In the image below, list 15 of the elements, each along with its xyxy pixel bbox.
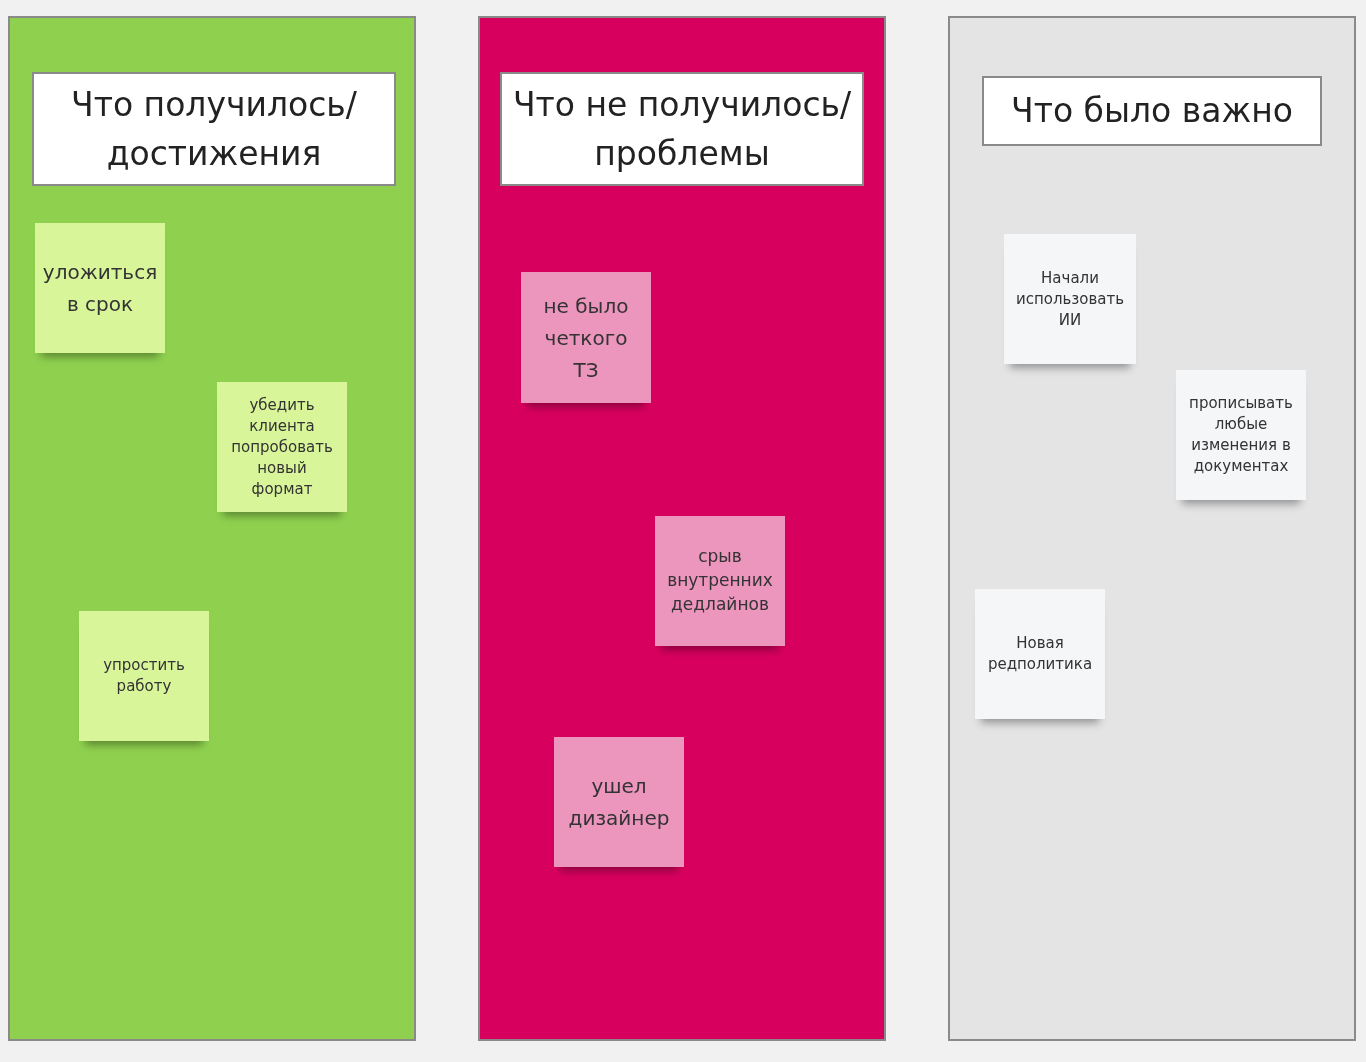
- sticky-note: Новая редполитика: [975, 589, 1105, 719]
- column-panel: [948, 16, 1356, 1041]
- sticky-note: Начали использовать ИИ: [1004, 234, 1136, 364]
- sticky-note: упростить работу: [79, 611, 209, 741]
- sticky-note: срыв внутренних дедлайнов: [655, 516, 785, 646]
- column-panel: [478, 16, 886, 1041]
- column-panel: [8, 16, 416, 1041]
- column-header: Что не получилось/ проблемы: [500, 72, 864, 186]
- column-header: Что было важно: [982, 76, 1322, 146]
- column-header: Что получилось/ достижения: [32, 72, 396, 186]
- sticky-note: не было четкого ТЗ: [521, 272, 651, 403]
- sticky-note: убедить клиента попробовать новый формат: [217, 382, 347, 512]
- sticky-note: прописывать любые изменения в документах: [1176, 370, 1306, 500]
- sticky-note: ушел дизайнер: [554, 737, 684, 867]
- sticky-note: уложиться в срок: [35, 223, 165, 353]
